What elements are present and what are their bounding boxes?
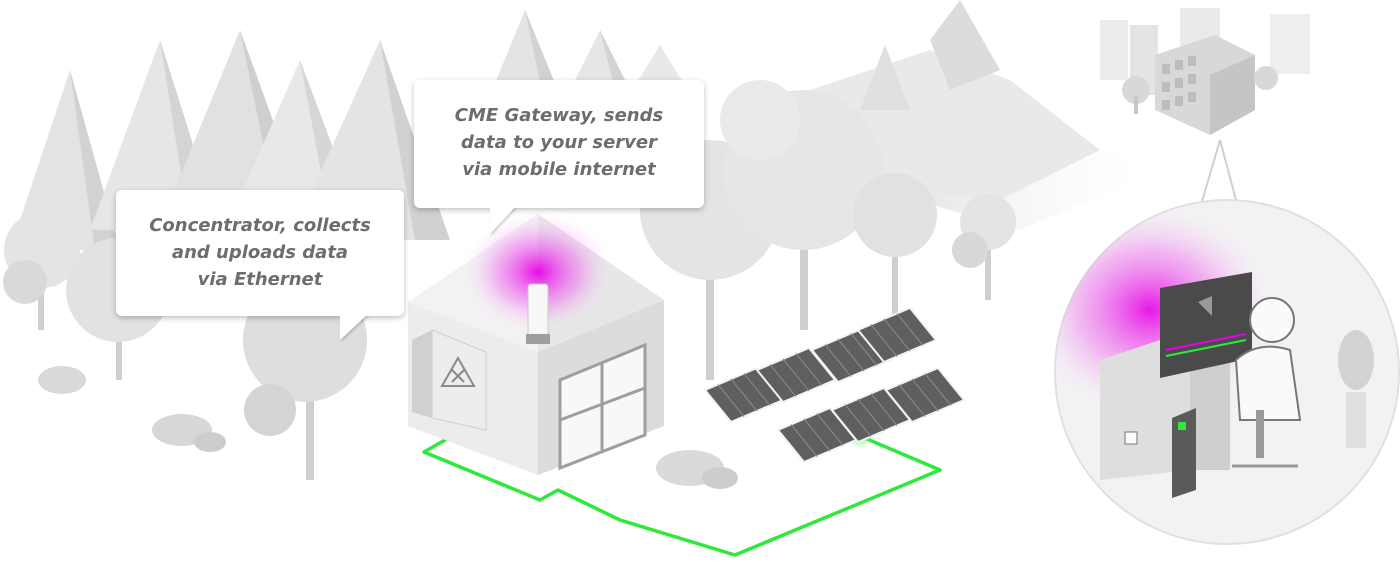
concentrator-callout-tail xyxy=(340,314,368,340)
cme-gateway-device xyxy=(526,284,550,344)
server-building xyxy=(1100,8,1310,215)
gateway-callout-text: CME Gateway, sends data to your server v… xyxy=(414,80,704,183)
solar-panels xyxy=(705,308,964,462)
gateway-callout: CME Gateway, sends data to your server v… xyxy=(414,80,704,208)
gateway-callout-tail xyxy=(490,206,516,234)
concentrator-callout-text: Concentrator, collects and uploads data … xyxy=(116,190,404,293)
concentrator-callout: Concentrator, collects and uploads data … xyxy=(116,190,404,316)
monitoring-room xyxy=(1020,200,1399,544)
